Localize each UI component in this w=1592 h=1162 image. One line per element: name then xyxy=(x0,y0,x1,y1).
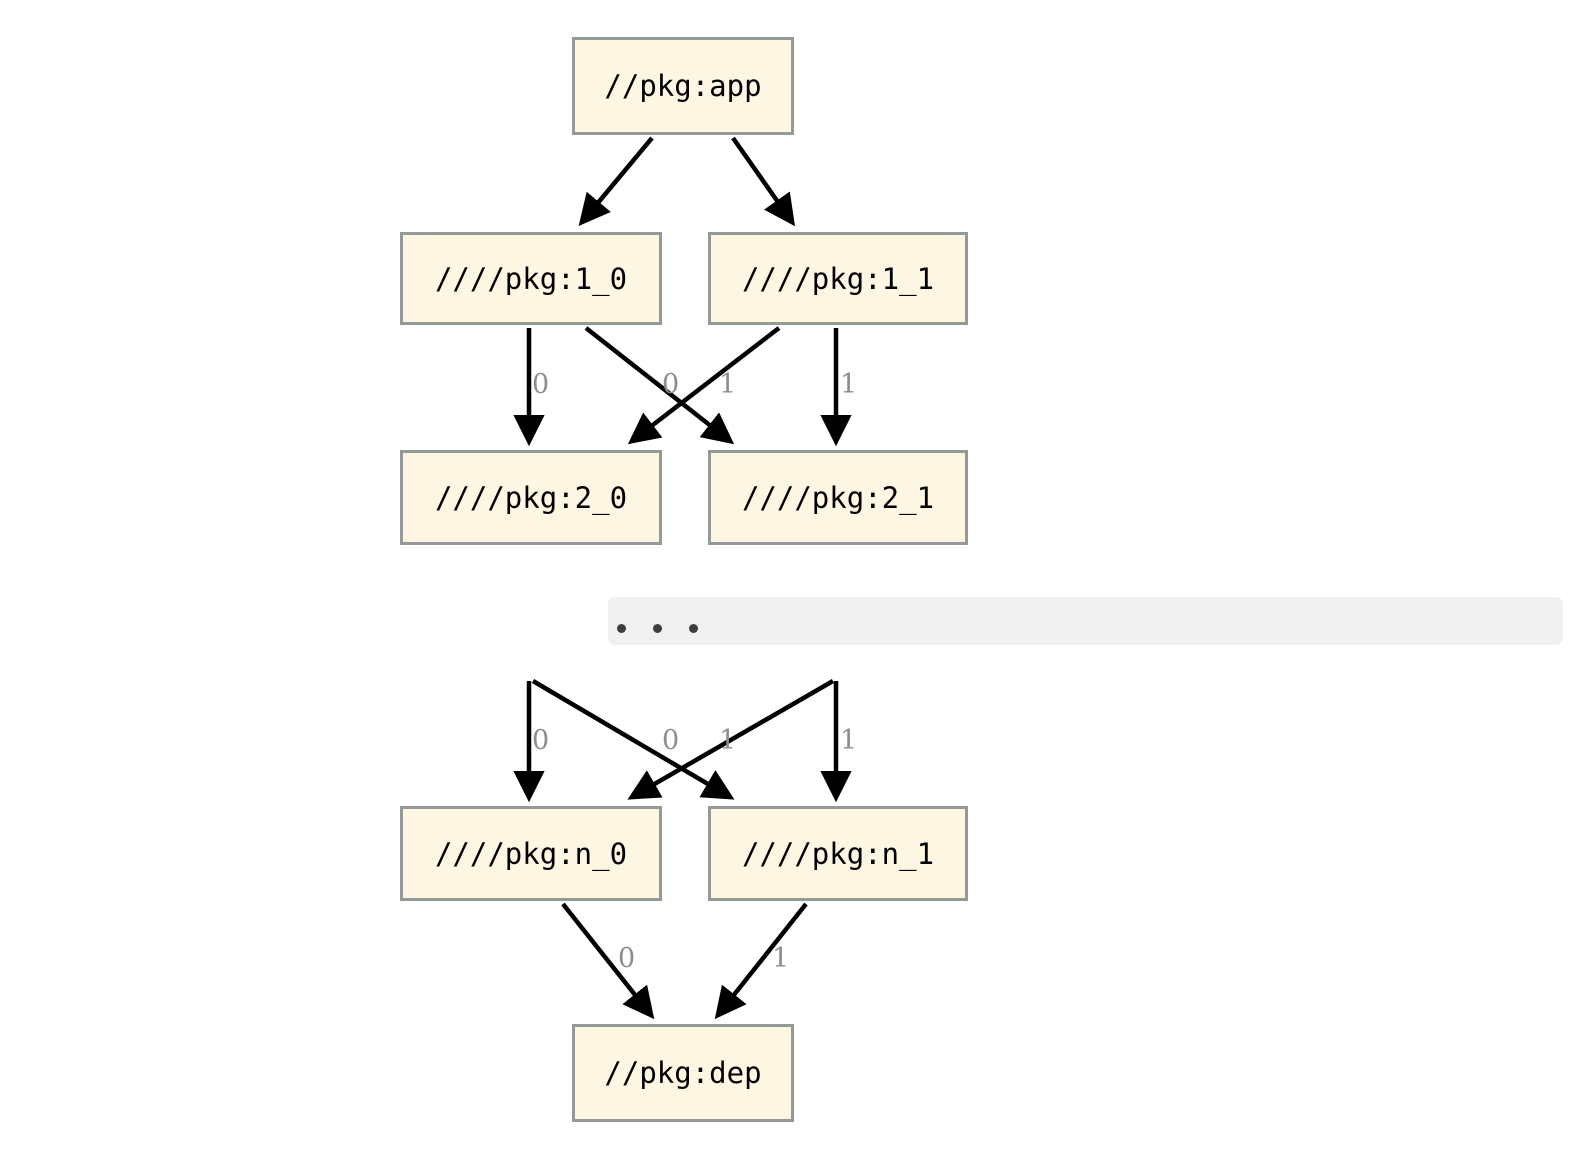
ellipsis-icon xyxy=(617,624,698,633)
edge-label-lower-1a: 1 xyxy=(719,725,737,756)
node-pkg-n_1-label: ////pkg:n_1 xyxy=(741,836,935,871)
edge-label-upper-1b: 1 xyxy=(840,369,858,400)
node-pkg-1_0-label: ////pkg:1_0 xyxy=(434,261,628,296)
node-pkg-2_0[interactable]: ////pkg:2_0 xyxy=(400,450,662,545)
edge-label-dep-1: 1 xyxy=(772,943,790,974)
node-pkg-2_0-label: ////pkg:2_0 xyxy=(434,480,628,515)
edge-label-dep-0: 0 xyxy=(618,943,636,974)
node-pkg-n_1[interactable]: ////pkg:n_1 xyxy=(708,806,968,901)
edge-1_1-to-2_0 xyxy=(627,326,781,445)
node-pkg-2_1-label: ////pkg:2_1 xyxy=(741,480,935,515)
edge-truncated-to-n_1 xyxy=(531,679,735,800)
edge-n_1-to-dep xyxy=(714,902,808,1020)
node-pkg-n_0-label: ////pkg:n_0 xyxy=(434,836,628,871)
node-pkg-2_1[interactable]: ////pkg:2_1 xyxy=(708,450,968,545)
node-pkg-1_0[interactable]: ////pkg:1_0 xyxy=(400,232,662,325)
ellipsis-dot-2 xyxy=(653,624,662,633)
edge-label-lower-0a: 0 xyxy=(532,725,550,756)
edge-label-lower-1b: 1 xyxy=(840,725,858,756)
edge-truncated-alt-to-n_0 xyxy=(627,679,835,800)
edge-label-upper-0a: 0 xyxy=(532,369,550,400)
edge-app-to-1_1 xyxy=(731,136,796,227)
edge-app-to-1_0 xyxy=(578,136,654,227)
ellipsis-dot-1 xyxy=(617,624,626,633)
edge-1_0-to-2_1 xyxy=(584,326,735,445)
node-pkg-1_1-label: ////pkg:1_1 xyxy=(741,261,935,296)
node-app[interactable]: //pkg:app xyxy=(572,37,794,135)
node-dep[interactable]: //pkg:dep xyxy=(572,1024,794,1122)
node-pkg-n_0[interactable]: ////pkg:n_0 xyxy=(400,806,662,901)
node-app-label: //pkg:app xyxy=(604,69,762,103)
edge-label-lower-0b: 0 xyxy=(662,725,680,756)
node-dep-label: //pkg:dep xyxy=(604,1056,762,1090)
ellipsis-dot-3 xyxy=(689,624,698,633)
truncation-bar[interactable] xyxy=(608,597,1563,645)
edge-label-upper-0b: 0 xyxy=(662,369,680,400)
edge-label-upper-1a: 1 xyxy=(719,369,737,400)
edge-n_0-to-dep xyxy=(561,902,655,1020)
node-pkg-1_1[interactable]: ////pkg:1_1 xyxy=(708,232,968,325)
